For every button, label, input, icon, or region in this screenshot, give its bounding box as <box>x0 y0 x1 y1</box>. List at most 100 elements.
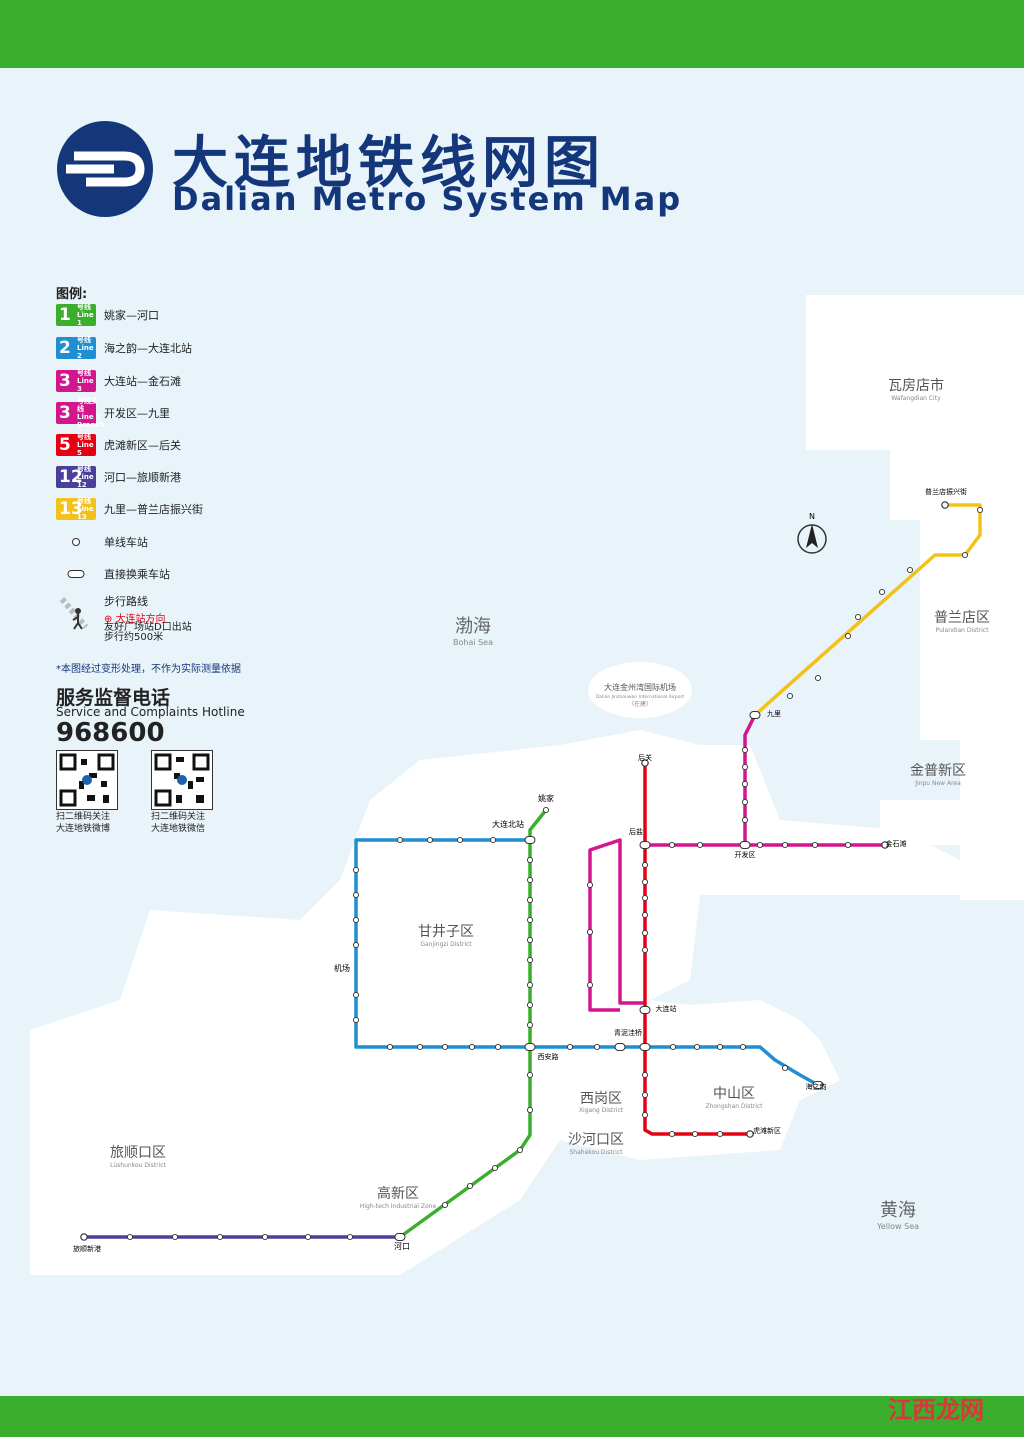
station-marker[interactable] <box>641 861 649 869</box>
station-marker[interactable] <box>304 1233 312 1241</box>
station-marker[interactable] <box>641 911 649 919</box>
station-marker[interactable] <box>739 1043 747 1051</box>
station-marker[interactable] <box>716 1043 724 1051</box>
station-marker[interactable] <box>814 674 822 682</box>
station-marker[interactable] <box>844 632 852 640</box>
district-label-en: Pulandian District <box>936 627 990 634</box>
station-marker[interactable] <box>641 1071 649 1079</box>
station-marker[interactable] <box>741 763 749 771</box>
station-marker[interactable] <box>641 894 649 902</box>
station-marker[interactable] <box>352 866 360 874</box>
station-marker[interactable] <box>526 876 534 884</box>
station-marker[interactable] <box>441 1043 449 1051</box>
station-marker[interactable] <box>593 1043 601 1051</box>
station-marker[interactable] <box>352 991 360 999</box>
station-label: 后盐 <box>629 827 643 836</box>
station-marker[interactable] <box>396 836 404 844</box>
station-marker[interactable] <box>781 841 789 849</box>
station-marker[interactable] <box>426 836 434 844</box>
station-marker[interactable] <box>491 1164 499 1172</box>
station-marker[interactable] <box>669 1043 677 1051</box>
station-marker[interactable] <box>526 916 534 924</box>
transfer-station-marker[interactable] <box>812 1081 824 1089</box>
station-marker[interactable] <box>586 881 594 889</box>
station-marker[interactable] <box>641 1091 649 1099</box>
station-marker[interactable] <box>641 1111 649 1119</box>
station-marker[interactable] <box>566 1043 574 1051</box>
station-marker[interactable] <box>854 613 862 621</box>
sea-label: 黄海 <box>880 1200 916 1221</box>
station-marker[interactable] <box>641 929 649 937</box>
terminus-station-marker[interactable] <box>881 841 889 849</box>
transfer-station-marker[interactable] <box>524 836 536 844</box>
station-marker[interactable] <box>171 1233 179 1241</box>
station-marker[interactable] <box>456 836 464 844</box>
station-marker[interactable] <box>586 981 594 989</box>
station-marker[interactable] <box>586 928 594 936</box>
station-marker[interactable] <box>668 841 676 849</box>
station-marker[interactable] <box>466 1182 474 1190</box>
station-marker[interactable] <box>386 1043 394 1051</box>
station-marker[interactable] <box>526 1001 534 1009</box>
station-marker[interactable] <box>526 981 534 989</box>
station-marker[interactable] <box>526 936 534 944</box>
station-marker[interactable] <box>844 841 852 849</box>
station-marker[interactable] <box>781 1064 789 1072</box>
station-marker[interactable] <box>352 941 360 949</box>
terminus-station-marker[interactable] <box>641 759 649 767</box>
station-marker[interactable] <box>741 798 749 806</box>
terminus-station-marker[interactable] <box>941 501 949 509</box>
station-marker[interactable] <box>216 1233 224 1241</box>
station-marker[interactable] <box>741 746 749 754</box>
station-marker[interactable] <box>526 856 534 864</box>
station-marker[interactable] <box>516 1146 524 1154</box>
transfer-station-marker[interactable] <box>639 1043 651 1051</box>
station-marker[interactable] <box>716 1130 724 1138</box>
station-marker[interactable] <box>468 1043 476 1051</box>
terminus-station-marker[interactable] <box>746 1130 754 1138</box>
station-marker[interactable] <box>878 588 886 596</box>
station-marker[interactable] <box>961 551 969 559</box>
transfer-station-marker[interactable] <box>739 841 751 849</box>
station-marker[interactable] <box>416 1043 424 1051</box>
terminus-station-marker[interactable] <box>80 1233 88 1241</box>
station-marker[interactable] <box>526 896 534 904</box>
station-marker[interactable] <box>352 1016 360 1024</box>
station-marker[interactable] <box>741 816 749 824</box>
station-marker[interactable] <box>786 692 794 700</box>
station-marker[interactable] <box>526 1071 534 1079</box>
station-marker[interactable] <box>346 1233 354 1241</box>
station-marker[interactable] <box>641 946 649 954</box>
station-marker[interactable] <box>641 878 649 886</box>
station-marker[interactable] <box>756 841 764 849</box>
airport-island <box>588 662 692 718</box>
station-marker[interactable] <box>352 916 360 924</box>
station-marker[interactable] <box>526 956 534 964</box>
station-marker[interactable] <box>668 1130 676 1138</box>
station-marker[interactable] <box>696 841 704 849</box>
station-marker[interactable] <box>811 841 819 849</box>
station-marker[interactable] <box>906 566 914 574</box>
qr-code-wechat[interactable] <box>151 750 213 810</box>
station-marker[interactable] <box>261 1233 269 1241</box>
station-marker[interactable] <box>526 1106 534 1114</box>
transfer-station-marker[interactable] <box>749 711 761 719</box>
station-marker[interactable] <box>126 1233 134 1241</box>
station-marker[interactable] <box>494 1043 502 1051</box>
station-marker[interactable] <box>489 836 497 844</box>
transfer-station-marker[interactable] <box>394 1233 406 1241</box>
station-marker[interactable] <box>352 891 360 899</box>
transfer-station-marker[interactable] <box>524 1043 536 1051</box>
station-marker[interactable] <box>741 780 749 788</box>
station-marker[interactable] <box>693 1043 701 1051</box>
qr-code-weibo[interactable] <box>56 750 118 810</box>
station-marker[interactable] <box>441 1201 449 1209</box>
transfer-station-marker[interactable] <box>614 1043 626 1051</box>
station-marker[interactable] <box>976 506 984 514</box>
map-labels: 瓦房店市 Wafangdian City 普兰店区 Pulandian Dist… <box>73 377 990 1253</box>
transfer-station-marker[interactable] <box>639 841 651 849</box>
transfer-station-marker[interactable] <box>639 1006 651 1014</box>
station-marker[interactable] <box>526 1021 534 1029</box>
station-marker[interactable] <box>542 806 550 814</box>
station-marker[interactable] <box>691 1130 699 1138</box>
